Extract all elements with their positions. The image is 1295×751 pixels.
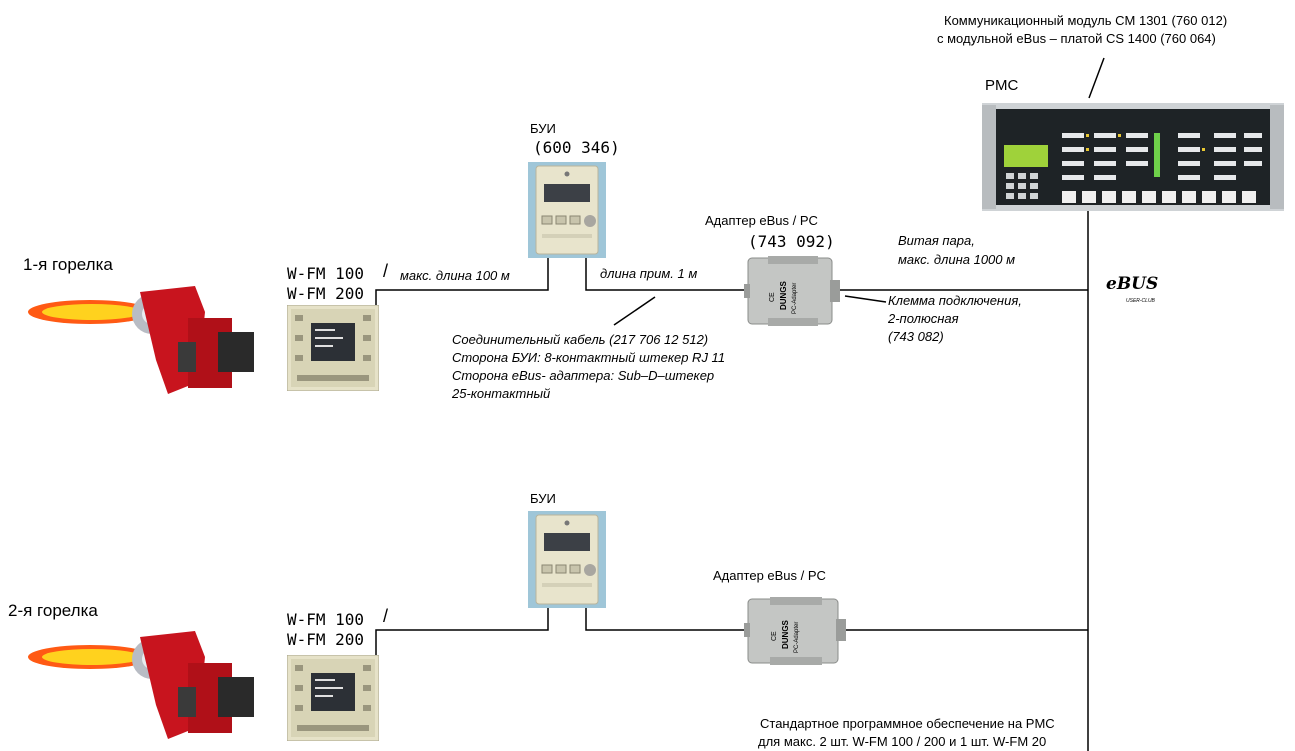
- terminal-pointer-line: [844, 295, 887, 303]
- pmc-label: PMC: [985, 77, 1019, 94]
- bui2-label: БУИ: [530, 491, 556, 506]
- ebus-logo-sub: USER-CLUB: [1126, 298, 1155, 304]
- adapter2-brand-sub: PC-Adapter: [794, 622, 800, 653]
- pmc-controller-image: [982, 103, 1284, 211]
- bui1-label: БУИ: [530, 121, 556, 136]
- note-terminal-2: 2-полюсная: [888, 311, 959, 326]
- note-software-1: Стандартное программное обеспечение на P…: [760, 716, 1055, 731]
- adapter2-brand: DUNGS: [781, 619, 790, 649]
- burner2-controller-image: [287, 655, 379, 741]
- line-fm2-to-bui2: [375, 608, 549, 658]
- note-terminal-1: Клемма подключения,: [888, 293, 1022, 308]
- note-max-length-100: макс. длина 100 м: [400, 268, 510, 283]
- note-terminal-3: (743 082): [888, 329, 944, 344]
- bui2-device-image: [528, 511, 606, 608]
- burner2-model-2: W-FM 200: [287, 630, 365, 649]
- bui1-code: (600 346): [533, 138, 620, 157]
- note-cable-2: Сторона БУИ: 8-контактный штекер RJ 11: [452, 350, 726, 365]
- burner2-image: [28, 631, 254, 739]
- adapter1-label: Адаптер eBus / PC: [705, 213, 818, 228]
- note-cable-1: Соединительный кабель (217 706 12 512): [452, 332, 709, 347]
- burner1-image: [28, 286, 254, 394]
- adapter1-brand-sub: PC-Adapter: [792, 283, 798, 314]
- adapter2-label: Адаптер eBus / PC: [713, 568, 826, 583]
- pmc-module-label-2: с модульной eBus – платой CS 1400 (760 0…: [937, 31, 1216, 46]
- burner2-model-1: W-FM 100: [287, 610, 365, 629]
- note-twisted-pair-2: макс. длина 1000 м: [898, 252, 1016, 267]
- adapter1-ce-mark: CE: [769, 292, 776, 302]
- line-bui2-to-adapter2: [585, 608, 745, 631]
- burner1-controller-image: [287, 305, 379, 391]
- adapter1-brand: DUNGS: [779, 280, 788, 310]
- bui1-device-image: [528, 162, 606, 258]
- pmc-pointer-line: [1088, 57, 1105, 99]
- cable-pointer-line: [613, 296, 656, 326]
- ebus-logo-text: eBUS: [1106, 274, 1159, 294]
- note-length-approx-1: длина прим. 1 м: [600, 266, 698, 281]
- burner1-model-1: W-FM 100: [287, 264, 365, 283]
- adapter2-device-image: CE DUNGS PC-Adapter: [744, 597, 846, 665]
- adapter1-code: (743 092): [748, 232, 835, 251]
- note-twisted-pair-1: Витая пара,: [898, 233, 975, 248]
- line-bui1-to-adapter1: [585, 258, 745, 291]
- note-cable-3: Сторона eBus- адаптера: Sub–D–штекер: [452, 368, 715, 383]
- note-cable-4: 25-контактный: [452, 386, 551, 401]
- pmc-module-label-1: Коммуникационный модуль CM 1301 (760 012…: [944, 13, 1228, 28]
- ebus-logo: eBUS USER-CLUB: [1100, 274, 1184, 305]
- line-fm1-to-bui1: [375, 258, 549, 305]
- burner1-slash: /: [383, 261, 389, 281]
- adapter2-ce-mark: CE: [771, 631, 778, 641]
- burner1-label: 1-я горелка: [23, 255, 113, 274]
- burner2-label: 2-я горелка: [8, 601, 98, 620]
- burner1-model-2: W-FM 200: [287, 284, 365, 303]
- burner2-slash: /: [383, 606, 389, 626]
- adapter1-device-image: CE DUNGS PC-Adapter: [744, 256, 840, 326]
- note-software-2: для макс. 2 шт. W-FM 100 / 200 и 1 шт. W…: [758, 734, 1047, 749]
